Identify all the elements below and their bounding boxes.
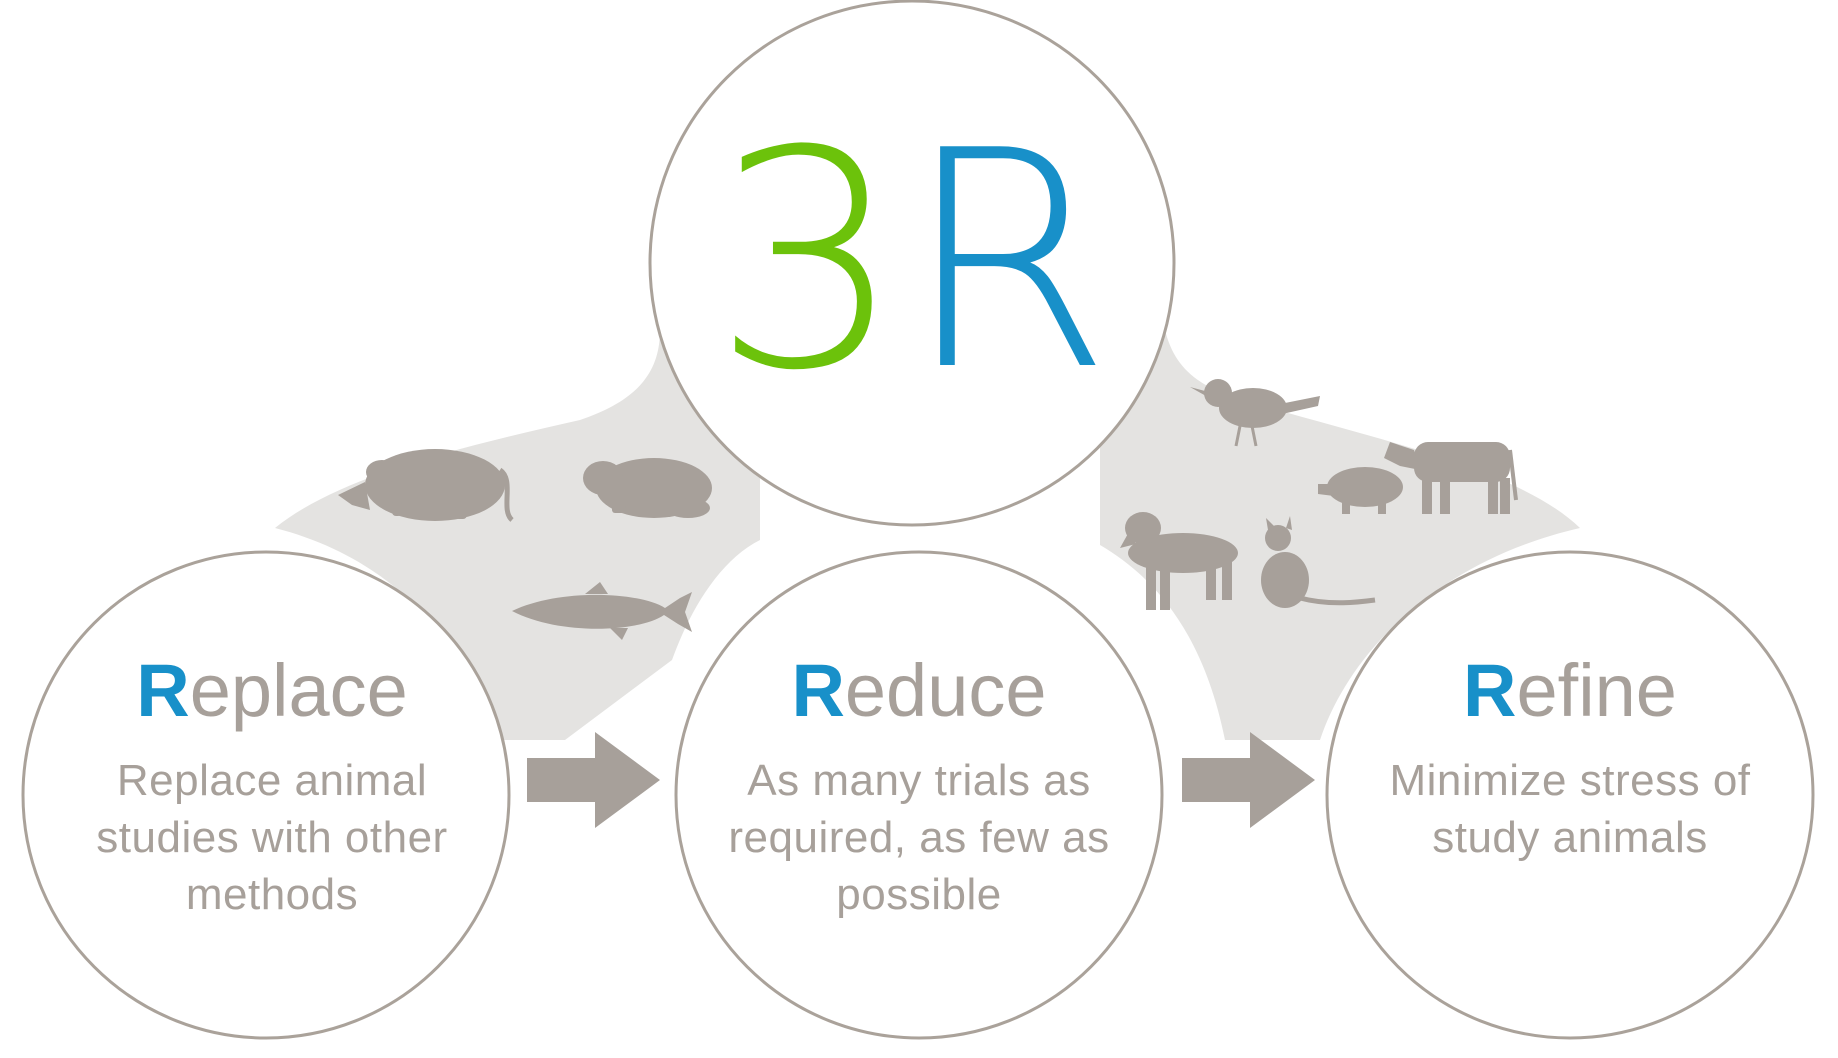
left-connector-shape <box>275 330 760 740</box>
reduce-line-2: required, as few as <box>728 813 1109 862</box>
refine-line-1: Minimize stress of <box>1389 756 1750 805</box>
refine-line-2: study animals <box>1432 813 1708 862</box>
pig-icon <box>1318 467 1403 514</box>
replace-line-2: studies with other <box>96 813 447 862</box>
reduce-heading: Reduce <box>791 649 1046 732</box>
cow-icon <box>1384 442 1518 514</box>
guinea-pig-icon <box>583 458 712 518</box>
refine-rest: efine <box>1516 649 1676 732</box>
reduce-line-1: As many trials as <box>747 756 1090 805</box>
replace-heading: Replace <box>136 649 408 732</box>
rat-icon <box>338 449 514 522</box>
reduce-rest: educe <box>845 649 1047 732</box>
right-connector-shape <box>1100 330 1580 740</box>
refine-heading: Refine <box>1463 649 1677 732</box>
bird-icon <box>1190 379 1320 447</box>
reduce-circle <box>674 550 1164 1040</box>
cat-icon <box>1261 516 1376 608</box>
top-3r-circle <box>648 0 1176 527</box>
replace-line-3: methods <box>186 870 358 919</box>
logo-letter-r: R <box>903 87 1111 436</box>
dog-icon <box>1120 512 1238 610</box>
arrow-right-icon <box>527 732 660 828</box>
fish-icon <box>512 582 692 640</box>
replace-line-1: Replace animal <box>117 756 427 805</box>
reduce-line-3: possible <box>836 870 1001 919</box>
refine-circle <box>1325 550 1815 1040</box>
arrow-right-icon <box>1182 732 1315 828</box>
reduce-initial: R <box>791 649 844 732</box>
replace-circle <box>21 550 511 1040</box>
three-r-logo: 3R <box>712 87 1111 436</box>
replace-rest: eplace <box>190 649 408 732</box>
logo-digit-3: 3 <box>712 87 903 436</box>
replace-initial: R <box>136 649 189 732</box>
refine-initial: R <box>1463 649 1516 732</box>
